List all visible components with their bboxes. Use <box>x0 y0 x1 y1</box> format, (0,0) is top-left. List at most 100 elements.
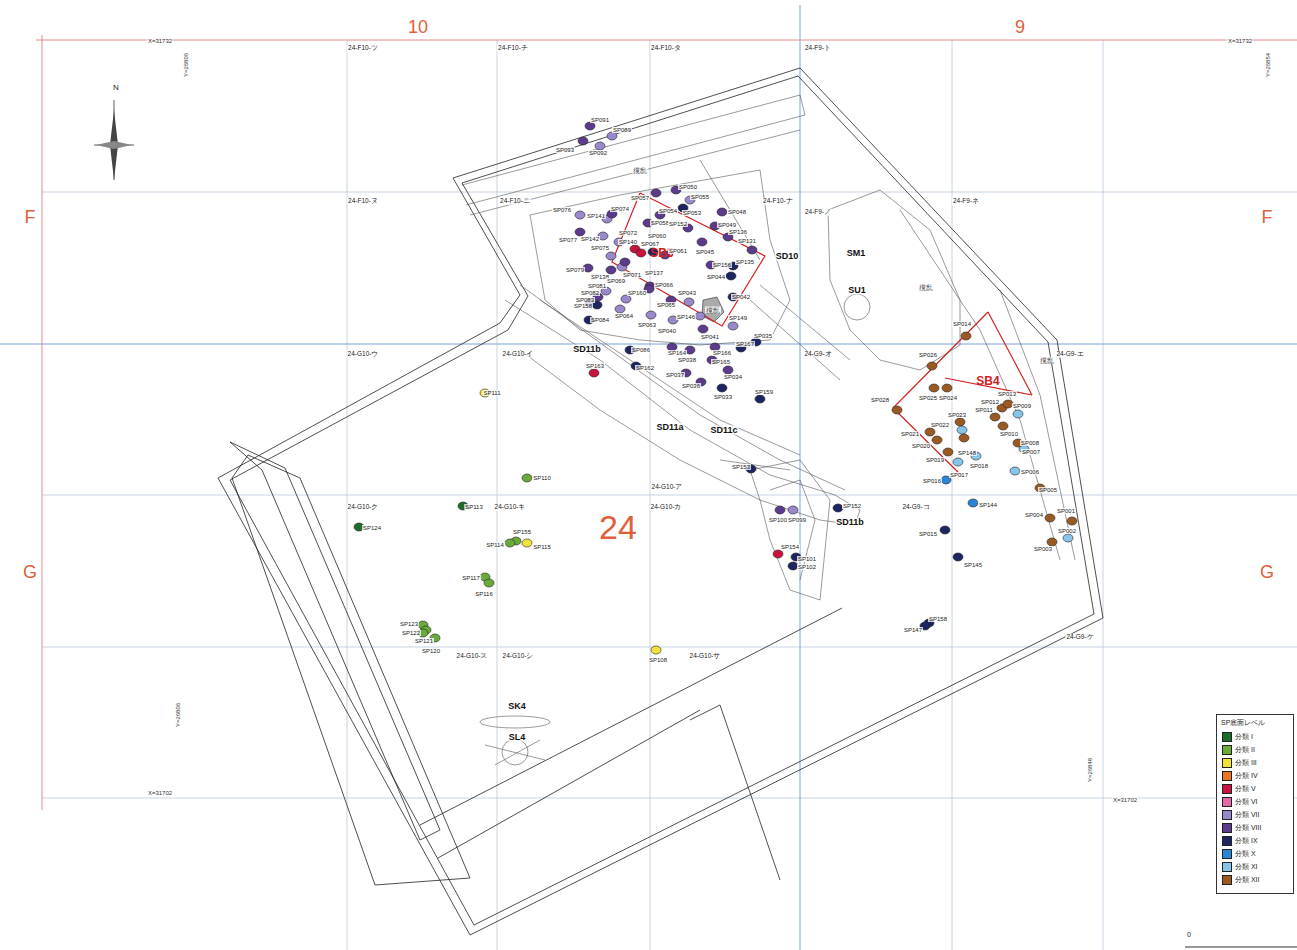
pit-label: SP155 <box>512 529 532 535</box>
pit <box>953 553 963 561</box>
pit-label: SP026 <box>918 352 938 358</box>
pit-label: SP057 <box>630 195 650 201</box>
pit-label: SP159 <box>754 389 774 395</box>
pit <box>775 506 785 514</box>
pit-label: SP121 <box>414 638 434 644</box>
pit <box>522 474 532 482</box>
pit-label: SP102 <box>797 564 817 570</box>
pit <box>943 448 953 456</box>
pit-label: SP063 <box>637 322 657 328</box>
pit <box>942 384 952 392</box>
pit-label: SP081 <box>587 283 607 289</box>
pit-label: SP009 <box>1012 403 1032 409</box>
pit <box>646 311 656 319</box>
legend-text: 分類 X <box>1235 850 1256 857</box>
pit <box>697 238 707 246</box>
coordinate-label: X=31702 <box>147 790 173 796</box>
pit-label: SP035 <box>753 333 773 339</box>
pit-label: SP072 <box>618 230 638 236</box>
pit <box>998 422 1008 430</box>
grid-number: 10 <box>408 18 428 36</box>
grid-cell-label: 24-G10-イ <box>502 351 535 358</box>
pit-label: SP152 <box>842 503 862 509</box>
pit-label: SP115 <box>532 544 552 550</box>
pit-label: SP079 <box>565 267 585 273</box>
pit-label: SP019 <box>925 457 945 463</box>
pit-label: SP055 <box>690 194 710 200</box>
pit-label: SP065 <box>656 302 676 308</box>
pit-label: SP074 <box>610 206 630 212</box>
pit <box>955 418 965 426</box>
pit-label: SP064 <box>614 313 634 319</box>
grid-cell-label: 24-G10-カ <box>650 504 683 511</box>
pit-label: SP006 <box>1020 469 1040 475</box>
pit-label: SP069 <box>606 278 626 284</box>
section-border <box>36 35 1297 810</box>
pit <box>723 366 733 374</box>
feature-label: SD10 <box>775 252 800 261</box>
pit-label: SP093 <box>555 147 575 153</box>
pit-label: SP045 <box>695 249 715 255</box>
pit-label: SP135 <box>735 259 755 265</box>
pit-label: SP043 <box>677 290 697 296</box>
pit <box>615 305 625 313</box>
legend-text: 分類 III <box>1235 759 1257 766</box>
coordinate-label: X=31732 <box>147 38 173 44</box>
pit-label: SP113 <box>464 504 484 510</box>
grid-cell-label: 24-G10-シ <box>502 653 535 660</box>
legend-title: SP底面レベル <box>1221 719 1265 726</box>
legend-text: 分類 VIII <box>1235 824 1261 831</box>
pit <box>959 434 969 442</box>
grid-cell-label: 24-G10-サ <box>689 653 722 660</box>
pit <box>940 526 950 534</box>
pit <box>788 506 798 514</box>
grid-cell-label: 24-G10-ス <box>456 653 489 660</box>
coordinate-label: Y=26848 <box>1087 757 1093 783</box>
pit-label: SP049 <box>717 222 737 228</box>
pit-label: SP012 <box>980 399 1000 405</box>
legend-text: 分類 IX <box>1235 837 1258 844</box>
pit-label: SP100 <box>768 517 788 523</box>
pit <box>1067 517 1077 525</box>
pit <box>575 211 585 219</box>
legend-swatch <box>1222 836 1232 846</box>
pit-label: SP145 <box>963 562 983 568</box>
pit-label: SP060 <box>647 233 667 239</box>
pit-label: SP022 <box>930 422 950 428</box>
pit-label: SP153 <box>731 464 751 470</box>
pit-label: SP075 <box>590 245 610 251</box>
pit-label: SP146 <box>676 314 696 320</box>
disturbance-label: 撹乱 <box>918 284 934 291</box>
pit <box>636 249 646 257</box>
legend-swatch <box>1222 875 1232 885</box>
pit-label: SP082 <box>580 290 600 296</box>
pit-label: SP036 <box>681 383 701 389</box>
pit <box>1013 410 1023 418</box>
grid-cell-label: 24-F10-タ <box>650 45 682 52</box>
grid-cell-label: 24-G10-ク <box>347 504 380 511</box>
disturbance-label: 撹乱 <box>1039 357 1055 364</box>
pit-label: SP021 <box>900 431 920 437</box>
pit-label: SP162 <box>635 365 655 371</box>
pit-label: SP117 <box>461 575 481 581</box>
feature-label: SD11c <box>709 426 738 435</box>
pit <box>1047 538 1057 546</box>
pit <box>606 266 616 274</box>
pit-label: SP050 <box>678 184 698 190</box>
legend-text: 分類 XI <box>1235 863 1258 870</box>
pit-label: SP163 <box>585 363 605 369</box>
pit-label: SP111 <box>482 390 501 396</box>
pit-label: SP156 <box>712 262 732 268</box>
legend-swatch <box>1222 771 1232 781</box>
pit-label: SP005 <box>1038 487 1058 493</box>
grid-cell-label: 24-G10-キ <box>494 504 527 511</box>
grid-lines <box>42 40 1297 950</box>
pit-label: SP165 <box>711 359 731 365</box>
pit <box>957 426 967 434</box>
pit-label: SP136 <box>728 229 748 235</box>
grid-cell-label: 24-G9-コ <box>901 504 930 511</box>
pit-label: SP054 <box>658 208 678 214</box>
pit <box>589 369 599 377</box>
pit <box>728 322 738 330</box>
